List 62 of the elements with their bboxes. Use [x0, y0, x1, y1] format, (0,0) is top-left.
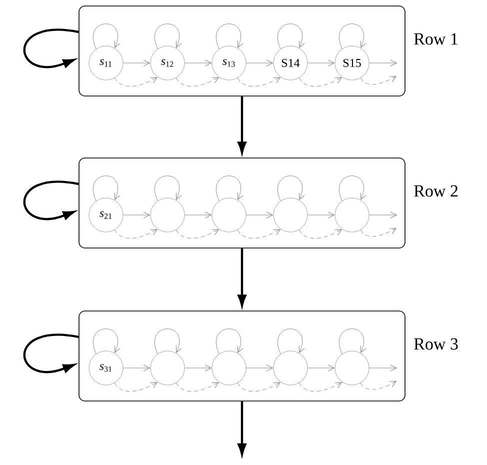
arrow [184, 364, 212, 372]
loop-arrow [154, 176, 182, 202]
loop-arrow [339, 176, 366, 202]
state-circle [273, 198, 308, 232]
loop-arrow [339, 24, 366, 50]
row-box [78, 310, 406, 402]
row-box [78, 158, 406, 248]
dashed-arrow [360, 380, 397, 390]
arrow [184, 212, 212, 218]
arrow [368, 212, 398, 218]
loop-arrow [23, 334, 79, 373]
arrow [122, 212, 150, 218]
loop-arrow [23, 28, 79, 68]
arrow [368, 60, 398, 66]
arrow [246, 60, 274, 66]
arrow [246, 212, 274, 218]
dashed-arrow [114, 77, 158, 87]
dashed-arrow [360, 76, 397, 85]
dashed-arrow [114, 382, 158, 392]
state-circle [212, 198, 246, 232]
dashed-arrow [237, 229, 281, 239]
row-label: Row 1 [414, 33, 458, 45]
arrow [307, 364, 335, 372]
loop-arrow [154, 24, 182, 50]
loop-arrow [154, 328, 182, 354]
loop-arrow [216, 24, 244, 50]
arrow [122, 364, 150, 372]
dashed-arrow [176, 229, 220, 239]
state-circle [212, 350, 246, 386]
arrow [246, 364, 274, 372]
arrow [368, 364, 398, 372]
state-circle [334, 198, 370, 232]
arrow [184, 60, 212, 66]
row-label: Row 3 [414, 338, 458, 350]
state-circle [150, 350, 185, 386]
arrow [307, 60, 335, 66]
dashed-arrow [176, 382, 220, 392]
dashed-arrow [298, 382, 342, 392]
loop-arrow [93, 176, 120, 202]
loop-arrow [339, 328, 366, 354]
dashed-arrow [237, 77, 281, 87]
loop-arrow [216, 328, 244, 354]
loop-arrow [216, 176, 244, 202]
loop-arrow [93, 24, 120, 50]
state-circle [273, 350, 308, 386]
loop-arrow [93, 328, 120, 354]
loop-arrow [278, 176, 305, 202]
arrow [307, 212, 335, 218]
dashed-arrow [298, 229, 342, 239]
loop-arrow [23, 180, 79, 220]
arrow [122, 60, 150, 66]
dashed-arrow [114, 229, 158, 239]
loop-arrow [278, 24, 305, 50]
loop-arrow [278, 328, 305, 354]
dashed-arrow [360, 228, 397, 237]
state-circle [150, 198, 185, 232]
dashed-arrow [237, 382, 281, 392]
row-label: Row 2 [414, 185, 458, 197]
dashed-arrow [176, 77, 220, 87]
dashed-arrow [298, 77, 342, 87]
state-circle [334, 350, 370, 386]
row-box [78, 6, 406, 96]
